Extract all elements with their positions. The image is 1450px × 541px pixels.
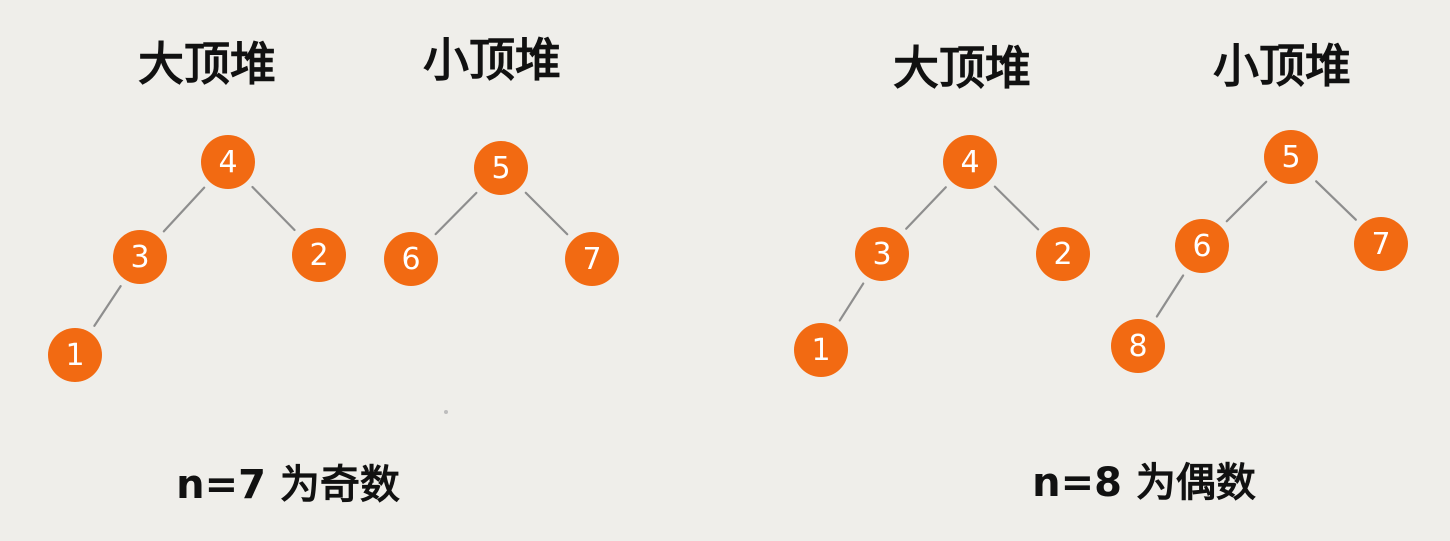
heap-node-4: 4 (201, 135, 255, 189)
heap-node-8: 8 (1111, 319, 1165, 373)
heap-node-5: 5 (1264, 130, 1318, 184)
node-label: 6 (1192, 229, 1211, 264)
node-circle (794, 323, 848, 377)
node-label: 2 (309, 238, 328, 273)
node-label: 1 (65, 338, 84, 373)
nodes-layer: 4 3 2 1 5 6 7 4 3 2 1 5 6 7 8 (48, 130, 1408, 382)
panel-0-min-heap-title: 小顶堆 (423, 33, 561, 87)
node-circle (1036, 227, 1090, 281)
heap-node-7: 7 (565, 232, 619, 286)
node-label: 1 (811, 333, 830, 368)
node-circle (474, 141, 528, 195)
heap-node-3: 3 (113, 230, 167, 284)
panel-1-max-heap-title: 大顶堆 (893, 41, 1031, 95)
heap-node-6: 6 (1175, 219, 1229, 273)
heap-edge-3-1 (838, 282, 865, 322)
heap-node-1: 1 (48, 328, 102, 382)
heap-edge-3-1 (93, 285, 122, 327)
node-label: 3 (872, 237, 891, 272)
node-label: 8 (1128, 329, 1147, 364)
stray-dot (444, 410, 448, 414)
heap-node-2: 2 (292, 228, 346, 282)
panel-1-min-heap-title: 小顶堆 (1213, 39, 1351, 93)
heap-node-7: 7 (1354, 217, 1408, 271)
node-circle (113, 230, 167, 284)
node-circle (943, 135, 997, 189)
node-circle (1111, 319, 1165, 373)
node-label: 4 (218, 145, 237, 180)
node-label: 4 (960, 145, 979, 180)
heap-edge-4-2 (251, 185, 296, 232)
heap-node-5: 5 (474, 141, 528, 195)
heap-edge-4-3 (905, 186, 947, 230)
node-label: 5 (1281, 140, 1300, 175)
heap-edge-5-6 (1225, 180, 1268, 223)
node-label: 2 (1053, 237, 1072, 272)
heap-edge-4-3 (162, 186, 206, 233)
node-label: 3 (130, 240, 149, 275)
panel-0-max-heap-title: 大顶堆 (138, 37, 276, 91)
panel-0-caption: n=7 为奇数 (176, 462, 400, 508)
heap-node-1: 1 (794, 323, 848, 377)
node-circle (1264, 130, 1318, 184)
node-circle (565, 232, 619, 286)
heap-node-6: 6 (384, 232, 438, 286)
node-label: 5 (491, 151, 510, 186)
node-circle (201, 135, 255, 189)
node-circle (292, 228, 346, 282)
heap-node-2: 2 (1036, 227, 1090, 281)
heap-edge-6-8 (1155, 274, 1185, 318)
panel-1-caption: n=8 为偶数 (1032, 460, 1256, 506)
node-label: 6 (401, 242, 420, 277)
heap-edge-5-7 (524, 191, 569, 236)
node-label: 7 (1371, 227, 1390, 262)
node-circle (1354, 217, 1408, 271)
node-circle (384, 232, 438, 286)
heap-edge-5-6 (434, 191, 478, 236)
heap-edge-4-2 (993, 185, 1040, 231)
heap-node-3: 3 (855, 227, 909, 281)
heap-node-4: 4 (943, 135, 997, 189)
node-circle (855, 227, 909, 281)
node-label: 7 (582, 242, 601, 277)
node-circle (1175, 219, 1229, 273)
node-circle (48, 328, 102, 382)
edges-layer (93, 180, 1357, 327)
heap-edge-5-7 (1315, 180, 1357, 221)
